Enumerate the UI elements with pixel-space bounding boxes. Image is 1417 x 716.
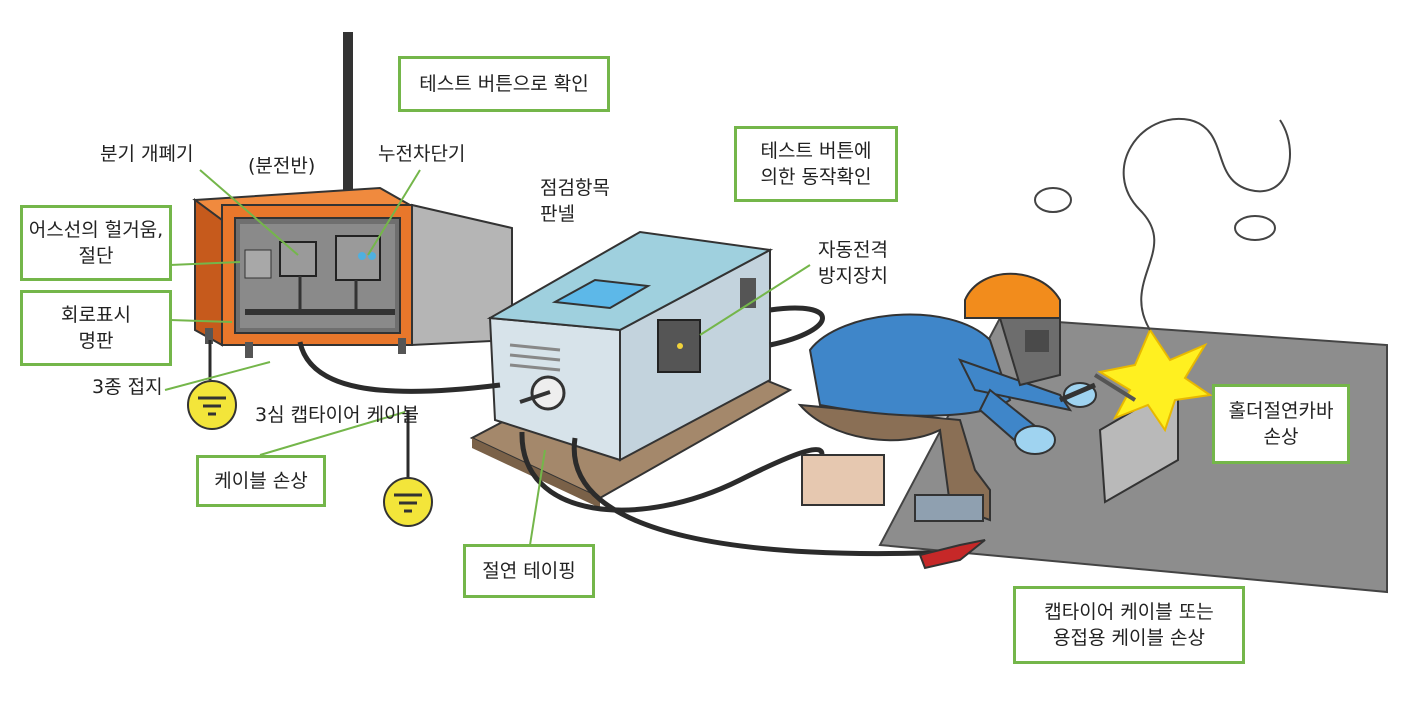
holder-cover-line1: 홀더절연카바 [1228,400,1334,422]
insulation-taping-box: 절연 테이핑 [463,544,595,598]
antenna-pole [343,32,353,204]
welding-spark [1097,327,1213,433]
holder-cover-box: 홀더절연카바 손상 [1212,384,1350,464]
leakage-breaker-label: 누전차단기 [378,143,466,165]
test-button-confirm-box: 테스트 버튼으로 확인 [398,56,610,112]
class3-ground-label: 3종 접지 [92,376,163,398]
test-button-operation-box: 테스트 버튼에 의한 동작확인 [734,126,898,202]
welding-smoke [1034,117,1291,331]
test-button-confirm-text: 테스트 버튼으로 확인 [419,73,589,95]
test-button-operation-line2: 의한 동작확인 [760,166,872,188]
distribution-panel [192,186,513,358]
inspection-panel-line2: 판넬 [540,203,575,225]
holder-cover-line2: 손상 [1263,426,1299,448]
distribution-panel-label: (분전반) [248,155,316,177]
ground-wire-line2: 절단 [78,245,114,267]
welding-rod [1093,373,1137,402]
circuit-nameplate-box: 회로표시 명판 [20,290,172,366]
auto-shock-device-label: 자동전격 방지장치 [818,237,888,289]
auto-shock-device-line1: 자동전격 [818,239,888,261]
welding-machine [469,230,793,508]
cables [208,305,951,557]
cabtire-damage-box: 캡타이어 케이블 또는 용접용 케이블 손상 [1013,586,1245,664]
stool [801,454,885,506]
welding-helmet [964,272,1061,319]
ground-wire-box: 어스선의 헐거움, 절단 [20,205,172,281]
cabtire-damage-line1: 캡타이어 케이블 또는 [1044,601,1214,623]
ground-wire-line1: 어스선의 헐거움, [28,219,164,241]
branch-breaker [279,241,317,277]
leader-lines [164,169,811,546]
welder-worker [797,272,1137,522]
inspection-panel-label: 점검항목 판넬 [540,175,610,227]
ground-clamp [918,539,986,570]
ground-symbol-panel [187,380,237,430]
auto-shock-device-line2: 방지장치 [818,265,888,287]
cabtire-damage-line2: 용접용 케이블 손상 [1053,627,1205,649]
branch-breaker-label: 분기 개폐기 [100,143,194,165]
cable-damage-box: 케이블 손상 [196,455,326,507]
test-button-operation-line1: 테스트 버튼에 [760,140,872,162]
circuit-nameplate-line2: 명판 [78,330,114,352]
insulation-taping-text: 절연 테이핑 [482,560,576,582]
inspection-panel-line1: 점검항목 [540,177,610,199]
ground-symbol-machine [383,477,433,527]
three-core-cabtire-label: 3심 캡타이어 케이블 [255,404,420,426]
cable-damage-text: 케이블 손상 [214,470,308,492]
inspection-panel-screen [551,278,652,310]
circuit-nameplate-line1: 회로표시 [61,304,131,326]
